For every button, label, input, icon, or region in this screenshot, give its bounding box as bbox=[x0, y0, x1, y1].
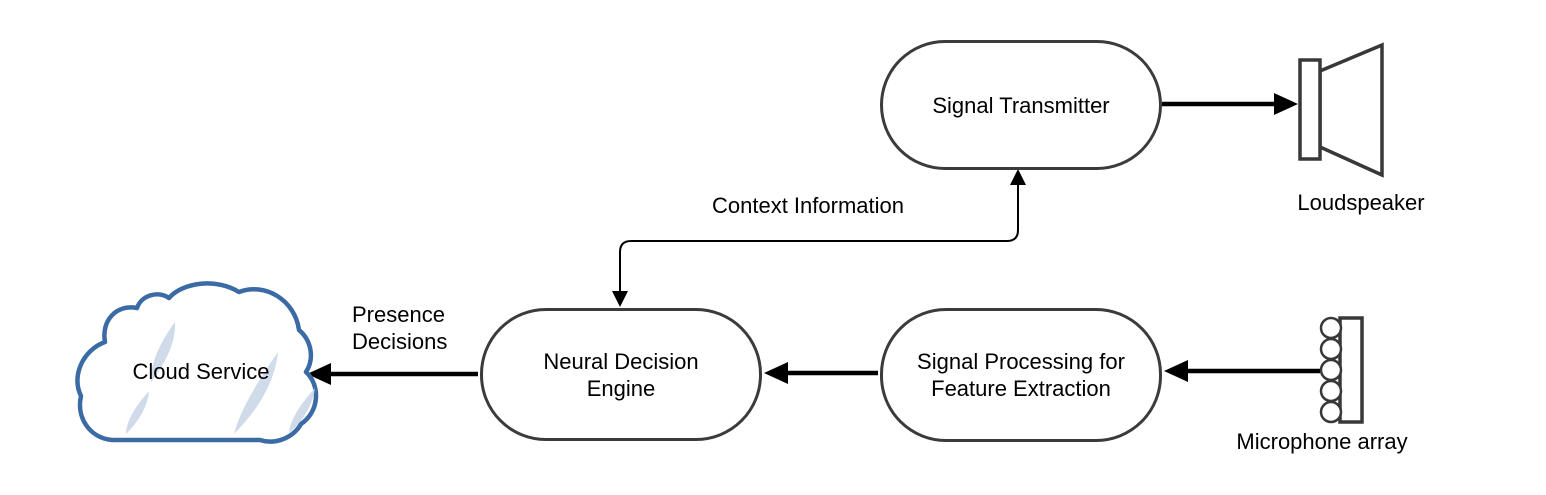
node-signal-transmitter-label: Signal Transmitter bbox=[932, 92, 1110, 118]
presence-decisions-label: Presence Decisions bbox=[352, 301, 447, 355]
arrow-transmitter-to-loudspeaker bbox=[1162, 93, 1298, 115]
arrow-processing-to-engine bbox=[764, 362, 878, 384]
cloud-service-label: Cloud Service bbox=[132, 359, 270, 384]
context-information-connector bbox=[612, 169, 1026, 307]
node-neural-decision-engine: Neural Decision Engine bbox=[480, 308, 762, 441]
node-signal-transmitter: Signal Transmitter bbox=[880, 40, 1162, 170]
node-signal-processing: Signal Processing for Feature Extraction bbox=[880, 308, 1162, 442]
microphone-array-icon bbox=[1319, 316, 1364, 424]
arrow-engine-to-cloud bbox=[307, 363, 478, 385]
node-neural-decision-engine-label-line2: Engine bbox=[586, 375, 656, 401]
presence-decisions-label-line2: Decisions bbox=[352, 329, 448, 354]
microphone-array-label: Microphone array bbox=[1236, 429, 1408, 454]
context-information-label: Context Information bbox=[712, 193, 904, 218]
loudspeaker-icon bbox=[1298, 42, 1384, 178]
presence-decisions-label-line1: Presence bbox=[352, 302, 445, 327]
loudspeaker-label: Loudspeaker bbox=[1297, 190, 1425, 215]
node-neural-decision-engine-label-line1: Neural Decision bbox=[543, 348, 699, 374]
node-signal-processing-label-line2: Feature Extraction bbox=[931, 376, 1111, 401]
arrow-microphone-to-processing bbox=[1164, 360, 1320, 382]
cloud-icon bbox=[75, 281, 319, 444]
cloud-accent-crescents bbox=[126, 322, 315, 434]
node-signal-processing-label-line1: Signal Processing for bbox=[917, 349, 1125, 374]
